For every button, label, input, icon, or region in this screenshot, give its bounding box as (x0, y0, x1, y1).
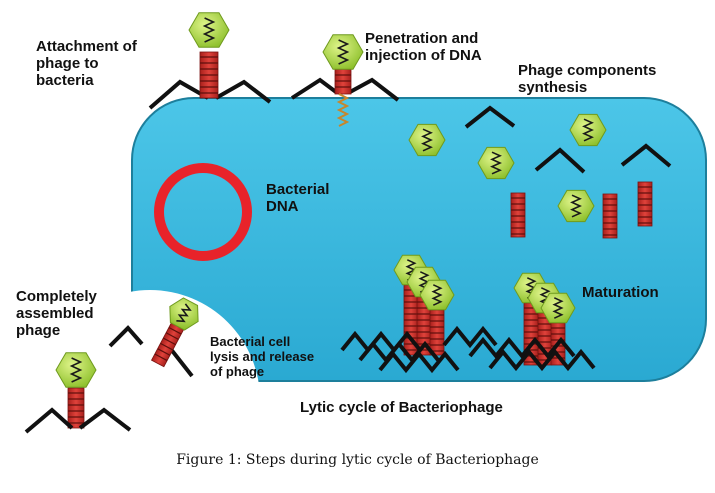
free-tail-fibers (464, 105, 672, 174)
phage-dna-coil (552, 297, 564, 319)
tail-sheath (602, 193, 618, 239)
capsid-head (55, 352, 97, 388)
fiber-chevron (464, 105, 516, 129)
tail-sheath (637, 181, 653, 227)
label-synthesis: Phage components synthesis (518, 62, 657, 96)
fiber-chevron (620, 143, 672, 168)
phage-dna-coil (202, 17, 216, 43)
tail-sheath (429, 309, 445, 356)
capsid-head (540, 292, 576, 324)
free-tail-sheaths (510, 181, 653, 239)
capsid-head (419, 279, 455, 311)
capsid-head (188, 12, 230, 48)
tail-sheath (199, 51, 219, 99)
phage-dna-coil (570, 194, 582, 218)
attachment-fiber-left (148, 79, 209, 110)
assembled-fiber-left (24, 407, 74, 434)
phage-dna-coil (336, 39, 350, 65)
tail-sheath (67, 387, 85, 429)
phage-dna-coil (421, 128, 433, 152)
label-lysis: Bacterial cell lysis and release of phag… (210, 334, 315, 379)
maturation-fibers-a (340, 330, 422, 354)
label-bacterial-dna: Bacterial DNA (266, 181, 330, 215)
assembled-fiber-right (78, 407, 132, 432)
surface-legs-top (148, 77, 400, 110)
injected-dna (336, 93, 350, 127)
released-phage-group (108, 297, 199, 378)
bacterial-dna-ring (154, 163, 252, 261)
tail-sheath (510, 192, 526, 238)
penetration-fiber-right (349, 77, 400, 102)
capsid-head (169, 297, 199, 331)
free-capsid-heads (408, 113, 607, 223)
fiber-chevron (534, 147, 586, 174)
figure-caption: Figure 1: Steps during lytic cycle of Ba… (176, 452, 539, 468)
label-penetration: Penetration and injection of DNA (365, 30, 482, 64)
released-phage (150, 297, 199, 368)
label-completely-assembled: Completely assembled phage (16, 288, 97, 339)
phage-dna-coil (176, 303, 192, 323)
phage-dna-coil (582, 118, 594, 142)
capsid-head (322, 34, 364, 70)
maturation-fibers (340, 325, 596, 374)
capsid-head (408, 123, 446, 157)
maturation-fibers-b (358, 340, 440, 364)
phage-particles (24, 12, 576, 434)
maturation-fibers-e (468, 336, 576, 360)
released-fiber (108, 325, 144, 348)
capsid-head (569, 113, 607, 147)
maturation-fibers-f (488, 348, 596, 372)
phage-dna-coil (490, 151, 502, 175)
label-cycle-title: Lytic cycle of Bacteriophage (300, 399, 503, 416)
attachment-fiber-right (215, 79, 272, 104)
lysis-opening (40, 290, 260, 493)
capsid-head (477, 146, 515, 180)
phage-dna-coil (431, 284, 443, 306)
label-attachment: Attachment of phage to bacteria (36, 38, 137, 89)
maturation-fibers-d (442, 325, 498, 349)
maturation-fibers-c (378, 350, 460, 374)
phage-dna-coil (69, 357, 83, 383)
assembled-phage (24, 352, 132, 434)
label-maturation: Maturation (582, 284, 659, 301)
penetration-fiber-left (290, 77, 338, 100)
capsid-head (557, 189, 595, 223)
